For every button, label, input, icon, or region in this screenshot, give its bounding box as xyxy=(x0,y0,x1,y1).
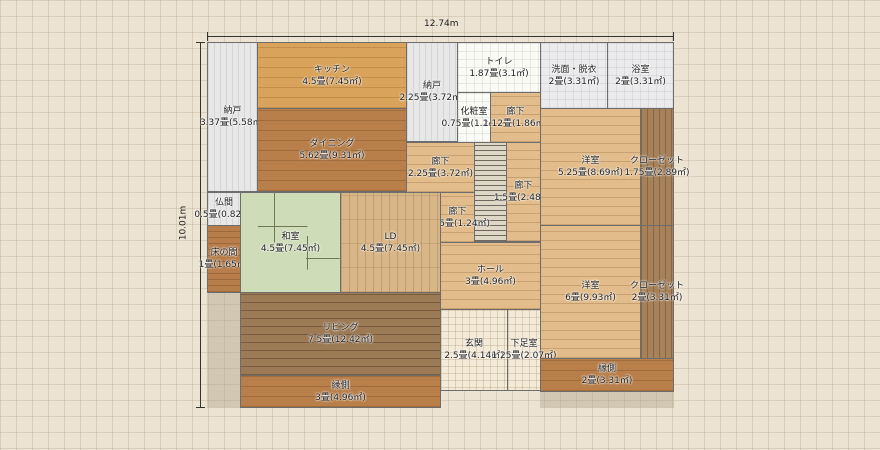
room-area: 1.87畳(3.1㎡) xyxy=(469,68,529,79)
room-area: 2畳(3.31㎡) xyxy=(631,293,683,303)
room-area: 3畳(4.96㎡) xyxy=(315,392,366,403)
room-name: 廊下 xyxy=(448,206,467,217)
room-name: 廊下 xyxy=(514,181,533,191)
room-engawa-left[interactable]: 縁側 3畳(4.96㎡) xyxy=(240,375,441,408)
room-name: 浴室 xyxy=(631,64,650,75)
room-name: 洗面・脱衣 xyxy=(551,64,597,75)
room-name: 縁側 xyxy=(331,380,350,391)
room-area: 7.5畳(12.42㎡) xyxy=(307,335,374,345)
room-area: 0.5畳(0.82㎡) xyxy=(194,210,254,220)
room-youshitsu-2[interactable]: 洋室 6畳(9.93㎡) xyxy=(540,225,641,359)
room-area: 2.25畳(3.72㎡) xyxy=(407,168,474,179)
room-keshou[interactable]: 化粧室 0.75畳(1.24㎡) xyxy=(441,92,507,143)
room-washitsu[interactable]: 和室 4.5畳(7.45㎡) xyxy=(240,192,341,293)
room-area: 1.5畳(2.48㎡) xyxy=(493,193,554,203)
room-area: 5.25畳(8.69㎡) xyxy=(557,168,624,178)
height-dimension-label: 10.01m xyxy=(178,205,189,241)
room-hall[interactable]: ホール 3畳(4.96㎡) xyxy=(440,242,541,310)
room-name: クローゼット xyxy=(630,281,685,291)
room-name: 床の間 xyxy=(210,248,238,258)
void-shadow-right xyxy=(540,391,674,408)
room-name: キッチン xyxy=(313,64,350,75)
room-kitchen[interactable]: キッチン 4.5畳(7.45㎡) xyxy=(257,42,407,109)
room-name: 廊下 xyxy=(431,156,450,167)
room-name: 和室 xyxy=(281,231,300,242)
height-dimension-tick-bottom xyxy=(196,407,205,408)
room-name: クローゼット xyxy=(630,156,685,166)
width-dimension-label: 12.74m xyxy=(424,19,459,29)
room-name: ホール xyxy=(476,265,504,275)
room-engawa-right[interactable]: 縁側 2畳(3.31㎡) xyxy=(540,358,674,392)
room-rouka-b[interactable]: 廊下 2.25畳(3.72㎡) xyxy=(406,142,475,193)
room-area: 2.25畳(3.72㎡) xyxy=(399,93,465,103)
staircase xyxy=(474,142,507,242)
room-area: 2畳(3.31㎡) xyxy=(581,376,633,386)
room-area: 3畳(4.96㎡) xyxy=(465,277,516,287)
room-name: ダイニング xyxy=(309,139,355,149)
room-name: 仏間 xyxy=(214,198,233,208)
room-nando-left[interactable]: 納戸 3.37畳(5.58㎡) xyxy=(200,42,265,192)
room-name: トイレ xyxy=(485,56,513,67)
room-name: 廊下 xyxy=(506,106,525,117)
room-senmen[interactable]: 洗面・脱衣 2畳(3.31㎡) xyxy=(540,42,608,109)
room-name: 玄関 xyxy=(464,339,483,349)
room-living[interactable]: リビング 7.5畳(12.42㎡) xyxy=(240,292,441,376)
width-dimension-tick-left xyxy=(207,32,208,41)
room-youshitsu-1[interactable]: 洋室 5.25畳(8.69㎡) xyxy=(540,108,641,226)
room-area: 4.5畳(7.45㎡) xyxy=(360,243,421,254)
room-name: リビング xyxy=(322,323,359,333)
width-dimension-tick-right xyxy=(673,32,674,41)
room-name: 洋室 xyxy=(581,156,600,166)
room-area: 2.5畳(4.14㎡) xyxy=(444,351,504,361)
height-dimension-line xyxy=(200,42,201,408)
room-area: 0.75畳(1.24㎡) xyxy=(441,118,507,129)
room-area: 1.75畳(2.89㎡) xyxy=(624,168,690,178)
room-name: 納戸 xyxy=(223,106,242,116)
room-area: 1畳(1.65㎡) xyxy=(198,260,250,270)
room-name: 洋室 xyxy=(581,281,600,291)
room-area: 1.25畳(2.07㎡) xyxy=(491,351,557,361)
room-rouka-c[interactable]: 廊下 1.5畳(2.48㎡) xyxy=(494,142,553,242)
room-area: 2畳(3.31㎡) xyxy=(548,76,600,87)
room-genkan[interactable]: 玄関 2.5畳(4.14㎡) xyxy=(440,309,508,391)
room-area: 0.75畳(1.24㎡) xyxy=(424,218,491,229)
room-rouka-d[interactable]: 廊下 0.75畳(1.24㎡) xyxy=(425,192,490,243)
room-area: 3.37畳(5.58㎡) xyxy=(199,118,266,128)
room-area: 6畳(9.93㎡) xyxy=(565,293,616,303)
room-dining[interactable]: ダイニング 5.62畳(9.31㎡) xyxy=(257,108,407,192)
room-area: 1.12畳(1.86㎡) xyxy=(482,118,549,129)
room-rouka-a[interactable]: 廊下 1.12畳(1.86㎡) xyxy=(483,92,548,143)
room-area: 4.5畳(7.45㎡) xyxy=(302,76,362,87)
room-tokonoma[interactable]: 床の間 1畳(1.65㎡) xyxy=(199,225,249,293)
void-shadow-left xyxy=(207,292,240,408)
room-closet-2[interactable]: クローゼット 2畳(3.31㎡) xyxy=(630,225,684,359)
room-bath[interactable]: 浴室 2畳(3.31㎡) xyxy=(607,42,674,109)
room-area: 5.62畳(9.31㎡) xyxy=(299,151,365,161)
room-ld[interactable]: LD 4.5畳(7.45㎡) xyxy=(340,192,441,293)
room-gesoku[interactable]: 下足室 1.25畳(2.07㎡) xyxy=(491,309,557,391)
room-toilet[interactable]: トイレ 1.87畳(3.1㎡) xyxy=(457,42,541,93)
height-dimension-tick-top xyxy=(196,42,205,43)
room-butsuma[interactable]: 仏間 0.5畳(0.82㎡) xyxy=(194,192,254,226)
room-name: 納戸 xyxy=(422,81,441,91)
width-dimension-line xyxy=(207,36,674,37)
room-nando-mid[interactable]: 納戸 2.25畳(3.72㎡) xyxy=(399,42,465,142)
room-area: 4.5畳(7.45㎡) xyxy=(260,243,321,254)
room-name: 下足室 xyxy=(510,339,538,349)
room-name: 縁側 xyxy=(597,364,616,374)
room-name: 化粧室 xyxy=(460,106,488,117)
room-area: 2畳(3.31㎡) xyxy=(615,76,666,87)
room-name: LD xyxy=(384,231,397,242)
room-closet-1[interactable]: クローゼット 1.75畳(2.89㎡) xyxy=(624,108,690,226)
